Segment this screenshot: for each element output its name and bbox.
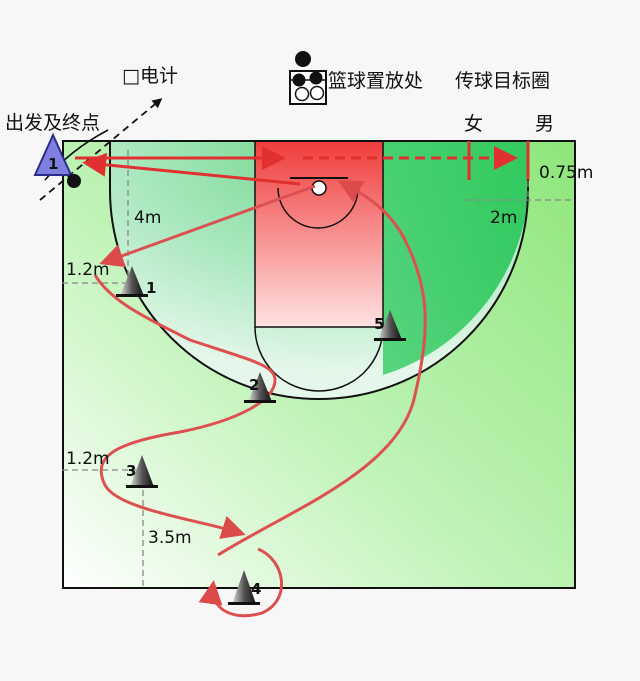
- start-ball: [67, 174, 81, 188]
- dribble-route: [93, 274, 277, 539]
- cone-2-number: 2: [249, 376, 260, 394]
- distance-4m-label: 4m: [134, 208, 162, 228]
- paint-lane: [255, 141, 383, 327]
- route-hoop-to-cone1: [99, 184, 316, 268]
- distance-075-label: 0.75m: [539, 163, 594, 183]
- timer-arrow: [39, 98, 163, 201]
- cone-5-number: 5: [374, 315, 385, 333]
- free-throw-circle: [254, 326, 384, 392]
- start-triangle: [33, 132, 73, 176]
- cone-3: [126, 455, 158, 488]
- cone-1-number: 1: [146, 279, 157, 297]
- distance-12b-label: 1.2m: [66, 449, 110, 469]
- distance-12a-label: 1.2m: [66, 260, 110, 280]
- right-zone: [383, 141, 528, 375]
- basket-hoop: [311, 180, 327, 196]
- start-end-label: 出发及终点: [5, 112, 101, 134]
- lane-lines: [254, 140, 384, 328]
- cone-3-number: 3: [126, 462, 137, 480]
- dribble-route-cone4-approach: [198, 547, 284, 618]
- dribble-route-return: [217, 180, 427, 557]
- restricted-arc: [277, 187, 359, 229]
- distance-2m-label: 2m: [490, 208, 518, 228]
- distance-35-label: 3.5m: [148, 528, 192, 548]
- pass-target-label: 传球目标圈: [455, 70, 551, 92]
- female-label: 女: [464, 113, 484, 135]
- start-number: 1: [48, 155, 59, 173]
- timer-label: □电计: [122, 65, 178, 87]
- route-hoop-to-start: [82, 152, 301, 186]
- ball-place-label: 篮球置放处: [328, 70, 424, 92]
- cone-2: [244, 372, 276, 403]
- cone-1: [116, 266, 148, 297]
- male-label: 男: [535, 113, 555, 135]
- cone-4-number: 4: [251, 580, 262, 598]
- cone-4: [228, 570, 260, 605]
- cone-5: [374, 310, 406, 341]
- ball-rack-icon: [289, 51, 327, 105]
